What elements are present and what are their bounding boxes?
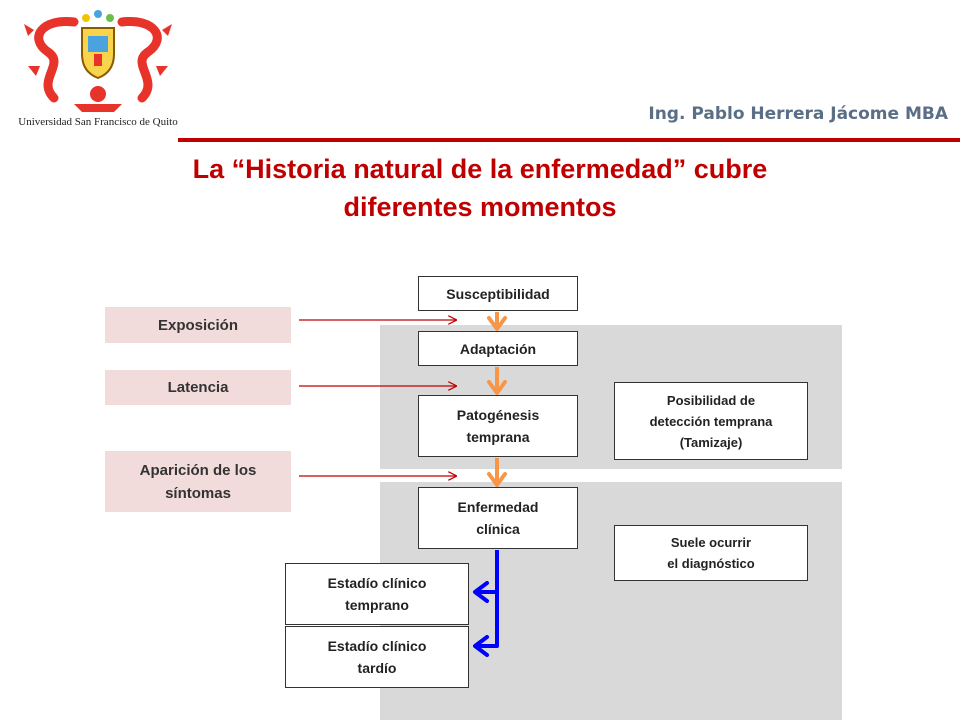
stage-estadio-temprano-line-1: Estadío clínico — [327, 575, 427, 591]
branch-trunk — [478, 550, 499, 648]
stage-estadio-tardio-line-1: Estadío clínico — [327, 638, 427, 654]
flow-arrow-susceptibilidad-adaptacion — [487, 312, 507, 331]
title-line-2: diferentes momentos — [343, 192, 617, 222]
university-logo: Universidad San Francisco de Quito — [14, 8, 182, 132]
note-diagnostico-line-1: Suele ocurrir — [670, 535, 752, 550]
phase-latencia: Latencia — [105, 370, 291, 405]
note-tamizaje-line-3: (Tamizaje) — [679, 434, 743, 450]
phase-latencia-label: Latencia — [167, 379, 229, 396]
stage-enfermedad-line-2: clínica — [476, 521, 520, 537]
note-tamizaje: Posibilidad de detección temprana (Tamiz… — [614, 382, 808, 460]
stage-estadio-tardio: Estadío clínico tardío — [285, 626, 469, 688]
phase-exposicion-label: Exposición — [157, 316, 239, 334]
flow-arrow-patogenesis-enfermedad — [487, 458, 507, 487]
stage-susceptibilidad-label: Susceptibilidad — [446, 285, 550, 302]
author-name: Ing. Pablo Herrera Jácome MBA — [648, 104, 948, 124]
phase-aparicion-line-2: síntomas — [165, 484, 231, 502]
stage-adaptacion: Adaptación — [418, 331, 578, 366]
university-name: Universidad San Francisco de Quito — [18, 116, 178, 128]
stage-enfermedad-line-1: Enfermedad — [457, 499, 539, 515]
note-tamizaje-line-2: detección temprana — [649, 413, 773, 429]
stage-patogenesis-temprana: Patogénesis temprana — [418, 395, 578, 457]
stage-adaptacion-label: Adaptación — [459, 340, 537, 357]
stage-patogenesis-line-1: Patogénesis — [456, 407, 540, 423]
phase-aparicion-line-1: Aparición de los — [139, 461, 257, 479]
note-diagnostico-line-2: el diagnóstico — [667, 556, 755, 571]
dragon-crest-icon — [24, 10, 172, 112]
branch-arrow-estadio-temprano-head — [473, 581, 489, 603]
note-diagnostico: Suele ocurrir el diagnóstico — [614, 525, 808, 581]
stage-estadio-temprano: Estadío clínico temprano — [285, 563, 469, 625]
stage-patogenesis-line-2: temprana — [466, 429, 530, 445]
stage-estadio-tardio-line-2: tardío — [357, 660, 397, 676]
title-line-1: La “Historia natural de la enfermedad” c… — [192, 154, 768, 184]
stage-susceptibilidad: Susceptibilidad — [418, 276, 578, 311]
flow-arrow-adaptacion-patogenesis — [487, 367, 507, 395]
note-tamizaje-line-1: Posibilidad de — [666, 392, 756, 408]
phase-exposicion: Exposición — [105, 307, 291, 343]
phase-aparicion-sintomas: Aparición de los síntomas — [105, 451, 291, 512]
slide-title: La “Historia natural de la enfermedad” c… — [60, 150, 900, 226]
stage-estadio-temprano-line-2: temprano — [345, 597, 409, 613]
stage-enfermedad-clinica: Enfermedad clínica — [418, 487, 578, 549]
header-divider — [178, 138, 960, 142]
branch-arrow-estadio-tardio-head — [473, 635, 489, 657]
